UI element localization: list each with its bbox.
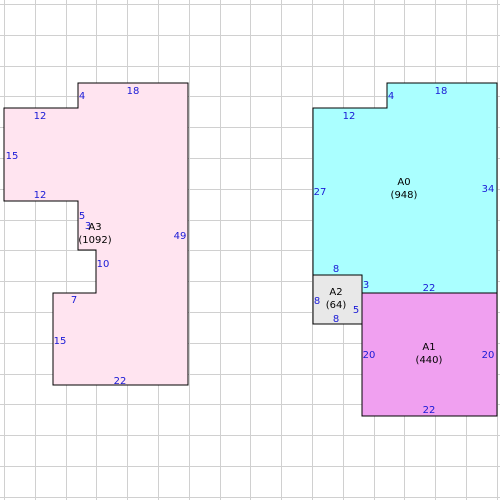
room-a1-dim-left: 20 [363,350,376,361]
room-a2-dim-right: 5 [353,305,359,316]
room-a0-dim-bottom: 22 [423,283,436,294]
room-a3-dim-left: 15 [6,151,19,162]
room-a3-dim-notch-a: 5 [79,211,85,222]
room-a1-dim-bottom: 22 [423,405,436,416]
room-a0-dim-top-step: 4 [388,91,394,102]
room-a0-shape[interactable] [312,82,498,294]
room-a0-dim-bottom-step: 3 [363,280,369,291]
room-a0-area: (948) [391,190,418,201]
room-a3-name: A3 [88,222,101,233]
room-a3-shape[interactable] [3,82,189,386]
room-a3-dim-top: 18 [127,86,140,97]
room-a2-dim-left: 8 [314,296,320,307]
room-a3[interactable]: 4 18 12 15 12 5 3 10 7 15 22 49 A3 (1092… [3,82,189,387]
room-a2[interactable]: 8 5 8 A2 (64) [312,274,363,325]
room-a3-dim-bottom-left: 15 [54,336,67,347]
room-a3-dim-top-step: 4 [79,91,85,102]
room-a1-area: (440) [416,355,443,366]
room-a3-area: (1092) [78,235,111,246]
room-a3-dim-upper-ledge: 12 [34,111,47,122]
room-a3-dim-notch-c: 10 [97,259,110,270]
room-a3-dim-bottom: 22 [114,376,127,387]
room-a1-dim-right: 20 [482,350,495,361]
room-a0-dim-right: 34 [482,184,495,195]
room-a0-dim-left: 27 [314,187,327,198]
room-a3-dim-lower-ledge: 12 [34,190,47,201]
room-a0-dim-bottom-ledge: 8 [333,264,339,275]
room-a2-name: A2 [329,287,342,298]
room-a1-name: A1 [422,342,435,353]
room-a0[interactable]: 4 18 12 27 34 8 3 22 A0 (948) [312,82,498,294]
room-a1-shape[interactable] [361,292,498,417]
room-a3-dim-right: 49 [174,231,187,242]
room-a0-dim-left-ledge: 12 [343,111,356,122]
room-a2-dim-bottom: 8 [333,314,339,325]
room-a0-name: A0 [397,177,410,188]
room-a2-area: (64) [326,300,347,311]
room-a0-dim-top: 18 [435,86,448,97]
room-a3-dim-bottom-ledge: 7 [71,295,77,306]
room-a1[interactable]: 20 20 22 A1 (440) [361,292,498,417]
room-a3-dim-notch-b: 3 [85,221,91,232]
